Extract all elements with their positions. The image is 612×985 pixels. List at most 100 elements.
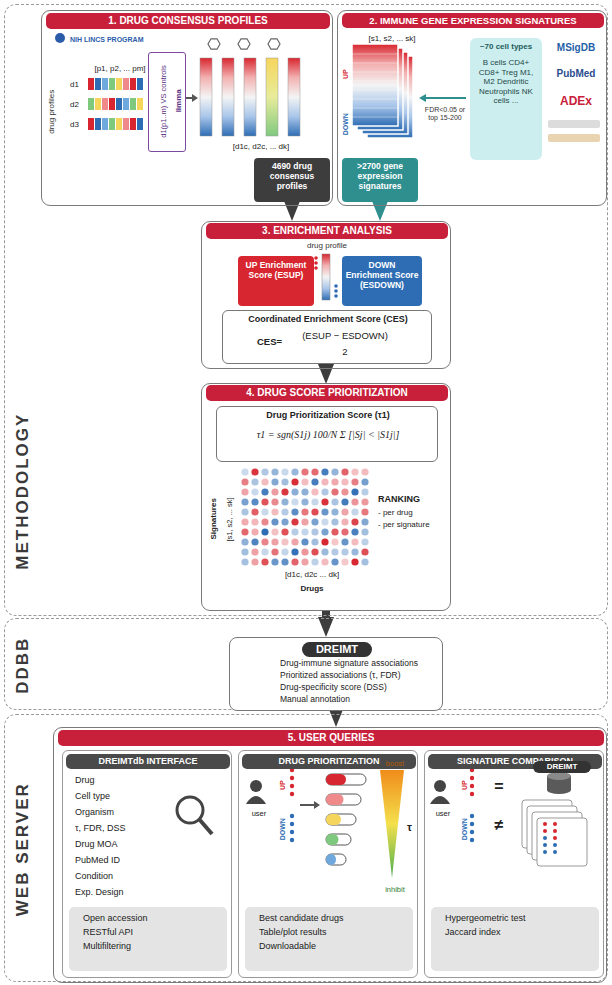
score-dot xyxy=(361,468,368,475)
score-dot xyxy=(331,538,338,545)
logo-label: DREIMT xyxy=(533,761,591,773)
profile-bar xyxy=(95,78,101,90)
profile-bar xyxy=(123,98,129,110)
profile-bar xyxy=(95,98,101,110)
score-dot xyxy=(281,538,288,545)
label-text: UP xyxy=(342,64,350,84)
flow-arrow xyxy=(332,711,340,713)
logo-label: DREIMT xyxy=(302,642,372,657)
drug-pill xyxy=(326,794,344,805)
label-text: [d1c, d2c, ... dk] xyxy=(196,142,326,152)
consensus-arrow-box: 4690 drug consensus profiles xyxy=(254,158,330,202)
label-text: boost xyxy=(373,759,417,768)
score-dot xyxy=(301,528,308,535)
gene-dot xyxy=(543,850,547,854)
score-dot xyxy=(271,558,278,565)
gene-dot xyxy=(470,776,474,780)
section-region: DDBBDREIMTDrug-immune signature associat… xyxy=(4,618,608,710)
label-text: = xyxy=(487,777,511,796)
score-dot xyxy=(271,548,278,555)
signature-arrow-box: >2700 gene expression signatures xyxy=(342,158,418,202)
score-dot xyxy=(341,508,348,515)
score-dot xyxy=(301,538,308,545)
score-dot xyxy=(251,538,258,545)
feature-box: Hypergeometric testJaccard index xyxy=(431,907,599,971)
label-text: (ESUP − ESDOWN) xyxy=(295,330,395,341)
profile-bar xyxy=(123,78,129,90)
score-dot xyxy=(241,498,248,505)
step-panel: 5. USER QUERIESDREIMTdb INTERFACEDrugCel… xyxy=(53,727,607,983)
label-text: Table/plot results xyxy=(259,927,409,938)
flow-arrow xyxy=(186,97,192,99)
user-icon xyxy=(250,780,262,792)
gene-dot xyxy=(470,838,474,842)
profile-bar xyxy=(109,118,115,130)
label-text: d1(p1..m) VS controls xyxy=(159,55,168,147)
signature-layer xyxy=(352,63,398,64)
panel-heading: DREIMTdb INTERFACE xyxy=(66,754,230,769)
score-dot xyxy=(331,478,338,485)
score-dot xyxy=(311,528,318,535)
drug-pill xyxy=(326,854,336,865)
score-triangle xyxy=(380,770,404,878)
molecule-icon xyxy=(238,39,250,49)
gene-dot xyxy=(290,792,294,796)
label-text: Prioritized associations (τ, FDR) xyxy=(280,670,442,680)
signature-layer xyxy=(352,44,398,126)
label-text: DOWN Enrichment Score (ESDOWN) xyxy=(344,260,420,291)
label-text: Signatures xyxy=(209,489,219,549)
database-icon xyxy=(547,772,571,780)
score-dot xyxy=(321,518,328,525)
gene-dot xyxy=(470,792,474,796)
label-text: RESTful API xyxy=(83,927,223,938)
profile-bar xyxy=(95,118,101,130)
label-text: Drug-specificity score (DSS) xyxy=(280,682,442,692)
label-text: [s1, s2, ... sk] xyxy=(225,481,234,557)
score-dot xyxy=(321,538,328,545)
profile-bar xyxy=(102,118,108,130)
flow-arrow xyxy=(300,804,314,806)
score-dot xyxy=(341,538,348,545)
score-dot xyxy=(361,548,368,555)
score-dot xyxy=(351,498,358,505)
score-dot xyxy=(351,558,358,565)
score-dot xyxy=(341,488,348,495)
drug-pill xyxy=(326,814,341,825)
score-dot xyxy=(331,558,338,565)
cell-type-box: ~70 cell typesB cells CD4+ CD8+ Treg M1,… xyxy=(470,38,542,160)
signature-layer xyxy=(352,117,398,118)
score-dot xyxy=(311,478,318,485)
score-dot xyxy=(311,538,318,545)
score-dot xyxy=(261,538,268,545)
score-dot xyxy=(291,528,298,535)
score-dot xyxy=(241,478,248,485)
score-dot xyxy=(321,558,328,565)
label-text: FDR<0.05 or top 15-200 xyxy=(422,106,468,123)
step-panel: 3. ENRICHMENT ANALYSISdrug profileUP Enr… xyxy=(201,221,451,369)
label-text: Manual annotation xyxy=(280,694,442,704)
gene-dot xyxy=(543,836,547,840)
up-score-box: UP Enrichment Score (ESUP) xyxy=(238,256,314,306)
score-dot xyxy=(301,558,308,565)
label-text: PubMed xyxy=(546,68,606,80)
score-dot xyxy=(361,478,368,485)
molecule-icon xyxy=(268,39,280,49)
score-dot xyxy=(321,548,328,555)
signature-layer xyxy=(352,99,398,100)
score-dot xyxy=(361,488,368,495)
profile-bar xyxy=(116,98,122,110)
score-dot xyxy=(321,528,328,535)
section-label: METHODOLOGY xyxy=(13,371,33,611)
score-dot xyxy=(251,468,258,475)
step-heading: 1. DRUG CONSENSUS PROFILES xyxy=(46,13,330,29)
score-dot xyxy=(361,558,368,565)
score-dot xyxy=(261,478,268,485)
score-dot xyxy=(241,468,248,475)
profile-bar xyxy=(109,98,115,110)
gene-dot xyxy=(470,784,474,788)
query-panel: SIGNATURE COMPARISONuserUPDOWN=≠DREIMTHy… xyxy=(424,750,604,978)
profile-bar xyxy=(102,98,108,110)
flow-arrow xyxy=(314,801,320,809)
consensus-bar xyxy=(266,58,278,136)
lincs-logo xyxy=(55,33,65,43)
